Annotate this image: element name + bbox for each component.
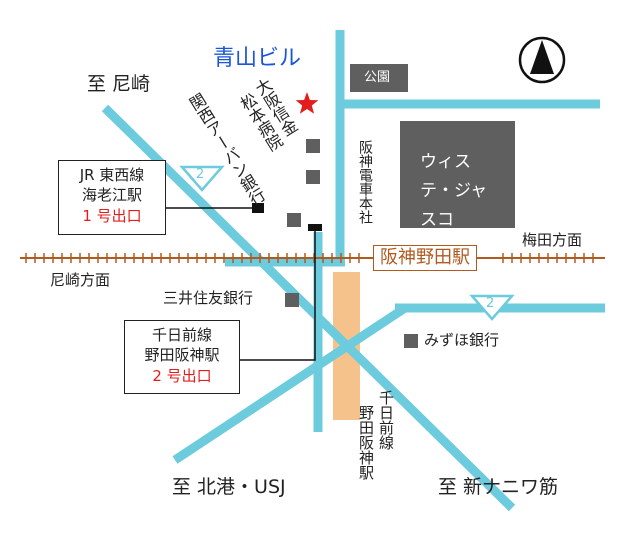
road-diagonal-main <box>101 104 516 512</box>
koen-block <box>350 64 408 92</box>
sennichi-exit-line: 千日前線 <box>151 326 212 344</box>
mizuho-label: みずほ銀行 <box>424 331 500 349</box>
route-2-marker-west <box>179 165 225 192</box>
sennichi-exit-marker <box>308 224 322 231</box>
railway-ties <box>25 253 594 263</box>
sennichi-exit-number: 2 号出口 <box>152 366 212 385</box>
north-arrow-icon <box>530 40 554 74</box>
mizuho-marker <box>404 334 418 348</box>
direction-hokko-usj: 至 北港・USJ <box>172 476 286 498</box>
osaka-shinkin-marker <box>306 139 320 153</box>
sennichi-exit-station: 野田阪神駅 <box>144 346 220 365</box>
jr-exit-marker <box>252 203 264 213</box>
direction-amagasaki-top: 至 尼崎 <box>87 73 151 95</box>
sennichi-exit-box: 千日前線 野田阪神駅 2 号出口 <box>124 320 240 394</box>
koen-label: 公園 <box>364 70 391 85</box>
sennichi-vertical-station: 野田阪神駅 <box>357 405 375 480</box>
direction-shin-naniwa: 至 新ナニワ筋 <box>438 476 559 498</box>
jr-exit-station: 海老江駅 <box>81 186 142 205</box>
route-2-label-west: 2 <box>196 167 205 182</box>
aoyama-building-star-icon <box>295 92 319 114</box>
sennichi-exit-leader <box>240 231 316 361</box>
wisty-jusco-block <box>400 121 515 228</box>
hanshin-noda-station-label: 阪神野田駅 <box>373 245 477 271</box>
jr-exit-number: 1 号出口 <box>82 206 142 225</box>
road-diagonal-southwest <box>172 304 408 464</box>
kansai-urban-marker <box>287 213 301 227</box>
sennichi-vertical-line: 千日前線 <box>377 390 395 450</box>
route-2-label-east: 2 <box>486 296 495 311</box>
wisty-jusco-label: ウィステ・ジャスコ <box>420 152 488 230</box>
direction-amagasaki: 尼崎方面 <box>50 271 111 289</box>
route-2-marker-east <box>469 294 515 321</box>
matsumoto-hospital-marker <box>306 170 320 184</box>
jr-exit-box: JR 東西線 海老江駅 1 号出口 <box>58 160 166 235</box>
mitsui-sumitomo-marker <box>285 293 299 307</box>
mitsui-sumitomo-label: 三井住友銀行 <box>163 289 254 307</box>
building-title: 青山ビル <box>213 46 302 71</box>
hanshin-hq-label: 阪神電車本社 <box>357 140 373 224</box>
jr-exit-line: JR 東西線 <box>79 166 145 184</box>
direction-umeda: 梅田方面 <box>522 231 583 249</box>
